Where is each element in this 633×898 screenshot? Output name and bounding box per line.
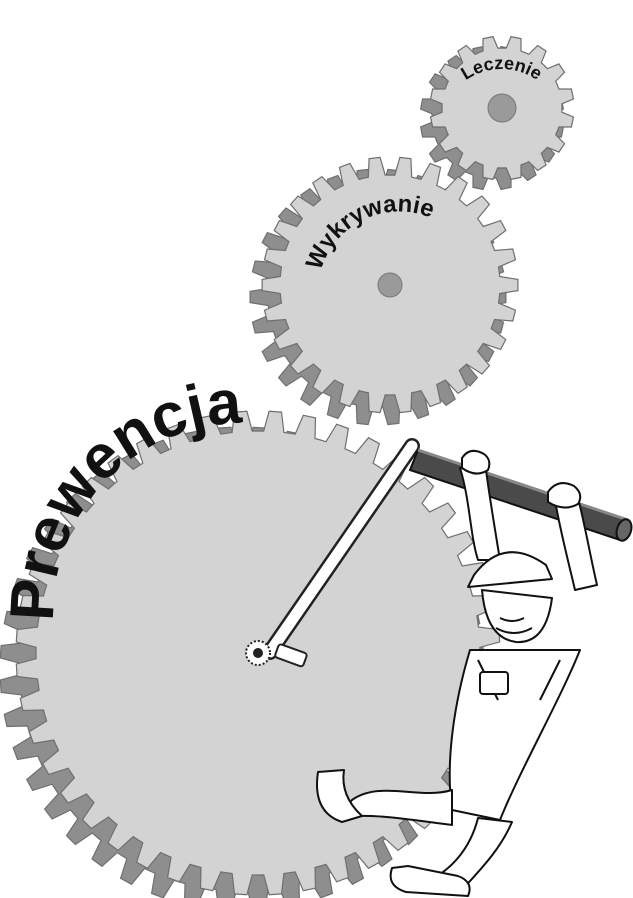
gear-medium-hub: [378, 273, 402, 297]
gear-small-hub: [488, 94, 516, 122]
lever-bar-icon: [410, 450, 633, 543]
